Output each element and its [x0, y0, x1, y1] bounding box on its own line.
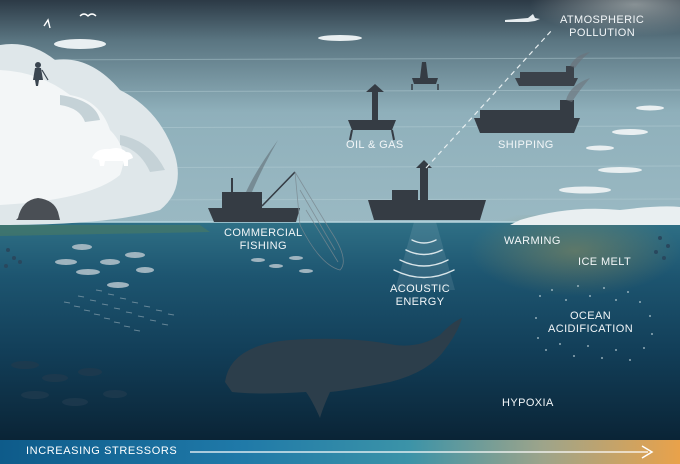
smoke-plume-2 — [566, 78, 590, 102]
label-acoustic-energy: ACOUSTIC ENERGY — [390, 283, 450, 309]
polar-bear-icon — [92, 148, 133, 166]
fishing-trawler — [208, 171, 300, 222]
acidification-bubbles — [535, 285, 653, 361]
deep-fish-silhouettes — [11, 361, 127, 406]
smoke-plume-1 — [570, 52, 590, 68]
seabird-icons — [43, 13, 97, 29]
krill-dots — [4, 236, 670, 268]
whale-icon — [225, 318, 462, 418]
scene-illustration — [0, 0, 680, 440]
trawler-smoke — [246, 140, 278, 192]
label-commercial-fishing: COMMERCIAL FISHING — [224, 227, 303, 253]
label-shipping: SHIPPING — [498, 139, 554, 151]
sonar-beam — [395, 222, 455, 290]
container-ship — [474, 100, 580, 133]
label-ocean-acidification: OCEAN ACIDIFICATION — [548, 310, 633, 336]
label-commercial-line1: COMMERCIAL — [224, 227, 303, 239]
label-oil-gas: OIL & GAS — [346, 139, 404, 151]
label-acidification-line2: ACIDIFICATION — [548, 323, 634, 335]
hunter-icon — [33, 62, 49, 86]
walrus-icon — [16, 198, 60, 220]
label-pollution-line2: POLLUTION — [569, 27, 636, 39]
airplane-icon — [505, 14, 540, 22]
oil-rig-large — [348, 84, 396, 141]
sonar-waves — [393, 239, 455, 279]
ice-floes — [54, 35, 680, 225]
small-fish-school — [63, 289, 175, 332]
label-hypoxia: HYPOXIA — [502, 397, 554, 409]
oil-rig-small — [411, 62, 439, 90]
fish-icons — [55, 244, 313, 288]
label-warming: WARMING — [504, 235, 561, 247]
label-ice-melt: ICE MELT — [578, 256, 632, 268]
label-atmospheric-pollution: ATMOSPHERIC POLLUTION — [560, 14, 644, 40]
right-arrow-icon — [190, 445, 654, 459]
ice-shelf-left — [0, 44, 210, 236]
label-acoustic-line1: ACOUSTIC — [390, 283, 451, 295]
label-ocean-line1: OCEAN — [569, 310, 612, 322]
fishing-net — [294, 171, 344, 271]
label-atmospheric-line1: ATMOSPHERIC — [560, 14, 645, 26]
cargo-ship-small — [515, 66, 578, 86]
increasing-stressors-label: INCREASING STRESSORS — [26, 445, 178, 457]
label-fishing-line2: FISHING — [239, 240, 287, 252]
pollution-dashed-line — [425, 29, 553, 169]
label-energy-line2: ENERGY — [395, 296, 445, 308]
warming-zone — [470, 215, 680, 305]
